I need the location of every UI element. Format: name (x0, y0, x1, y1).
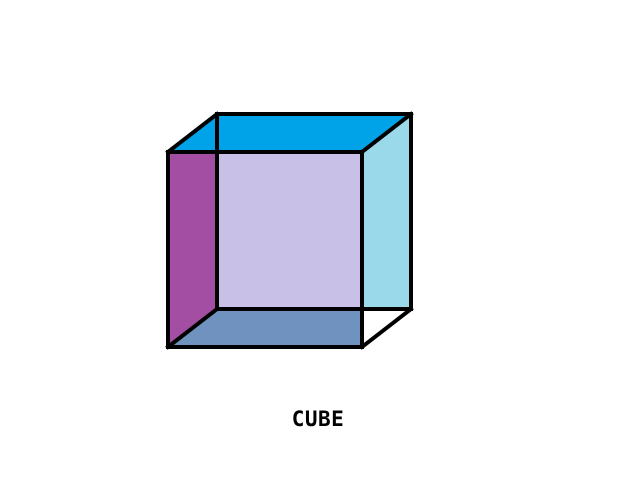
cube-label: CUBE (291, 407, 345, 431)
bottom-face (168, 309, 362, 347)
top-right-connector-edge (359, 111, 414, 155)
cube-edges (165, 111, 414, 350)
top-left-connector-edge (165, 111, 220, 155)
right-face (362, 114, 411, 309)
bottom-left-connector-edge (165, 306, 220, 350)
rear-square-edge (215, 112, 413, 311)
bottom-right-connector-edge (359, 306, 414, 350)
top-face (168, 114, 411, 152)
left-face (168, 152, 217, 347)
back-face (217, 152, 362, 309)
front-square-edge (166, 150, 364, 349)
